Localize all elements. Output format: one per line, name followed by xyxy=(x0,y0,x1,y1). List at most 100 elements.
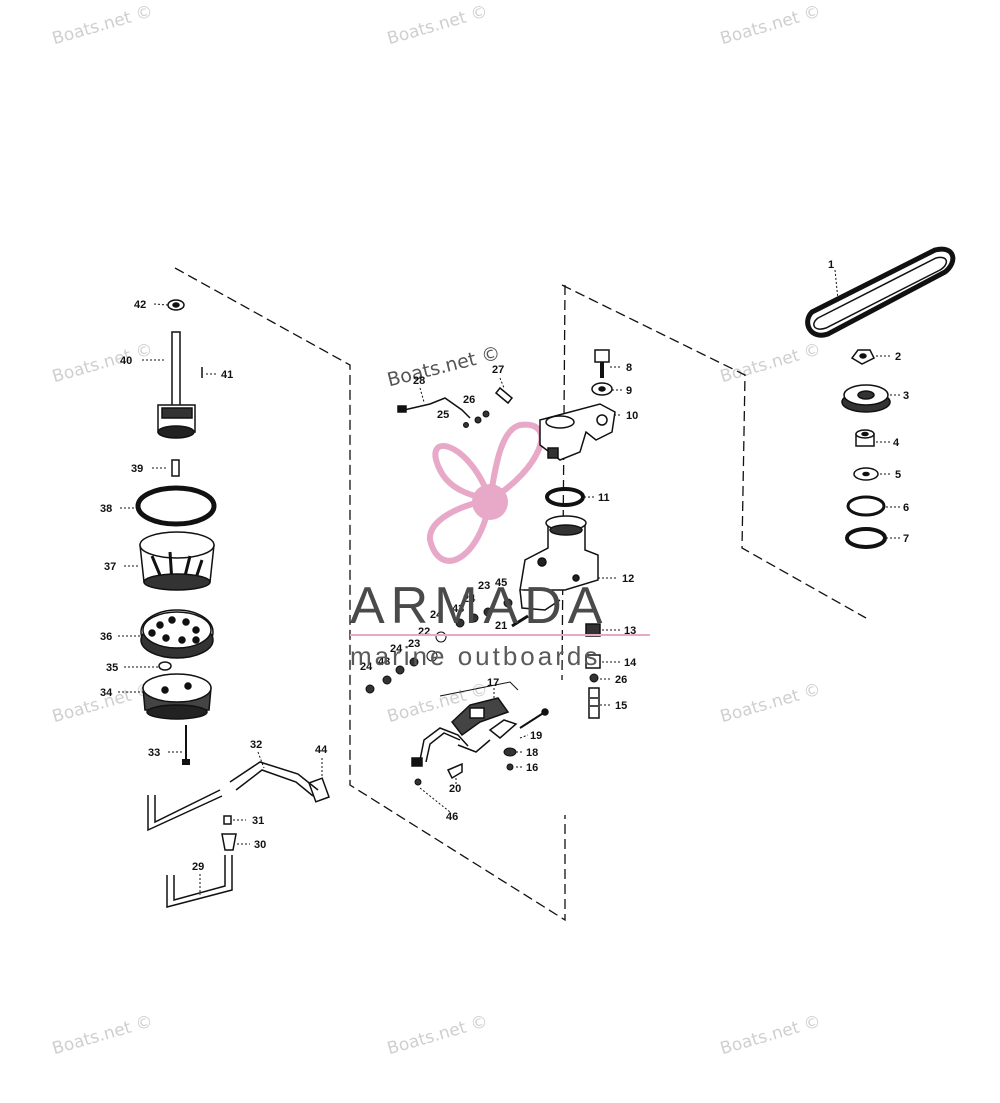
callout-7: 7 xyxy=(903,533,909,545)
shaft-40 xyxy=(157,331,196,439)
callout-24a: 24 xyxy=(463,593,476,605)
hub-34 xyxy=(142,673,212,720)
screws-25-26 xyxy=(463,410,490,428)
oring-38 xyxy=(135,485,217,527)
bracket-17 xyxy=(439,681,519,697)
callout-43a: 43 xyxy=(452,603,464,615)
seal-11 xyxy=(545,487,585,507)
lead-wire-28 xyxy=(397,397,471,419)
callout-6: 6 xyxy=(903,502,909,514)
callout-1: 1 xyxy=(828,259,834,271)
nut-35 xyxy=(158,661,172,671)
propeller-icon xyxy=(427,421,545,564)
nut-42 xyxy=(167,299,185,311)
callout-24b: 24 xyxy=(430,609,443,621)
clip-31 xyxy=(223,815,232,825)
callout-33: 33 xyxy=(148,747,160,759)
callout-30: 30 xyxy=(254,839,266,851)
callout-31: 31 xyxy=(252,815,264,827)
leader-lines xyxy=(118,269,900,895)
hardware-row xyxy=(365,598,529,694)
bolt-8 xyxy=(594,349,610,378)
callout-41: 41 xyxy=(221,369,233,381)
callout-17: 17 xyxy=(487,677,499,689)
callout-40: 40 xyxy=(120,355,132,367)
callout-32: 32 xyxy=(250,739,262,751)
callout-28: 28 xyxy=(413,375,425,387)
assembly-outline xyxy=(174,267,867,922)
callout-45: 45 xyxy=(495,577,507,589)
callout-44: 44 xyxy=(315,744,328,756)
callout-16: 16 xyxy=(526,762,538,774)
callout-29: 29 xyxy=(192,861,204,873)
clamp-14 xyxy=(585,654,601,669)
callout-42: 42 xyxy=(134,299,146,311)
callout-10: 10 xyxy=(626,410,638,422)
hose-29 xyxy=(166,855,233,908)
pulley-3 xyxy=(841,384,891,413)
callout-24c: 24 xyxy=(390,643,403,655)
callout-43b: 43 xyxy=(378,656,390,668)
bracket-10 xyxy=(539,403,616,461)
stator-17 xyxy=(450,697,549,739)
callout-3: 3 xyxy=(903,390,909,402)
callout-34: 34 xyxy=(100,687,113,699)
callout-37: 37 xyxy=(104,561,116,573)
callout-12: 12 xyxy=(622,573,634,585)
sensor-27 xyxy=(494,386,514,405)
wire-harness xyxy=(411,727,491,767)
callout-11: 11 xyxy=(598,492,610,504)
nut-26b xyxy=(589,673,599,683)
key-39 xyxy=(171,459,180,477)
screw-33 xyxy=(182,725,190,765)
callout-36: 36 xyxy=(100,631,112,643)
callout-23b: 23 xyxy=(408,638,420,650)
hose-32 xyxy=(229,761,330,803)
callout-9: 9 xyxy=(626,385,632,397)
brand-divider xyxy=(350,634,650,636)
belt-1 xyxy=(805,246,956,338)
washer-9 xyxy=(591,382,613,396)
housing-12 xyxy=(519,515,599,611)
bolt-15 xyxy=(588,687,600,719)
washer-5 xyxy=(853,467,879,481)
callout-21: 21 xyxy=(495,620,507,632)
callout-27: 27 xyxy=(492,364,504,376)
callout-18: 18 xyxy=(526,747,538,759)
screw-46 xyxy=(414,778,422,786)
callout-8: 8 xyxy=(626,362,632,374)
callout-labels: 1 2 3 4 5 6 7 8 9 10 11 12 13 14 26 15 1… xyxy=(100,259,909,873)
callout-20: 20 xyxy=(449,783,461,795)
callout-39: 39 xyxy=(131,463,143,475)
brand-tagline: marine outboards xyxy=(350,641,601,671)
cup-37 xyxy=(139,531,215,591)
callout-38: 38 xyxy=(100,503,112,515)
callout-26: 26 xyxy=(463,394,475,406)
fitting-30 xyxy=(221,833,237,851)
hose-left xyxy=(147,789,223,832)
callout-46: 46 xyxy=(446,811,458,823)
plate-36 xyxy=(140,609,214,659)
callout-26b: 26 xyxy=(615,674,627,686)
callout-15: 15 xyxy=(615,700,627,712)
callout-24d: 24 xyxy=(360,661,373,673)
cap-20 xyxy=(446,762,463,780)
callout-19: 19 xyxy=(530,730,542,742)
ring-7 xyxy=(845,527,887,549)
brand-name: ARMADA xyxy=(350,577,609,635)
spacer-4 xyxy=(855,429,875,447)
callout-2: 2 xyxy=(895,351,901,363)
callout-14: 14 xyxy=(624,657,637,669)
callout-35: 35 xyxy=(106,662,118,674)
ring-6 xyxy=(846,495,886,517)
callout-23a: 23 xyxy=(478,580,490,592)
callout-4: 4 xyxy=(893,437,900,449)
callout-25: 25 xyxy=(437,409,449,421)
callout-5: 5 xyxy=(895,469,901,481)
nut-18 xyxy=(503,747,517,757)
block-13 xyxy=(585,623,601,637)
screw-16 xyxy=(506,763,514,771)
nut-2 xyxy=(850,349,876,365)
